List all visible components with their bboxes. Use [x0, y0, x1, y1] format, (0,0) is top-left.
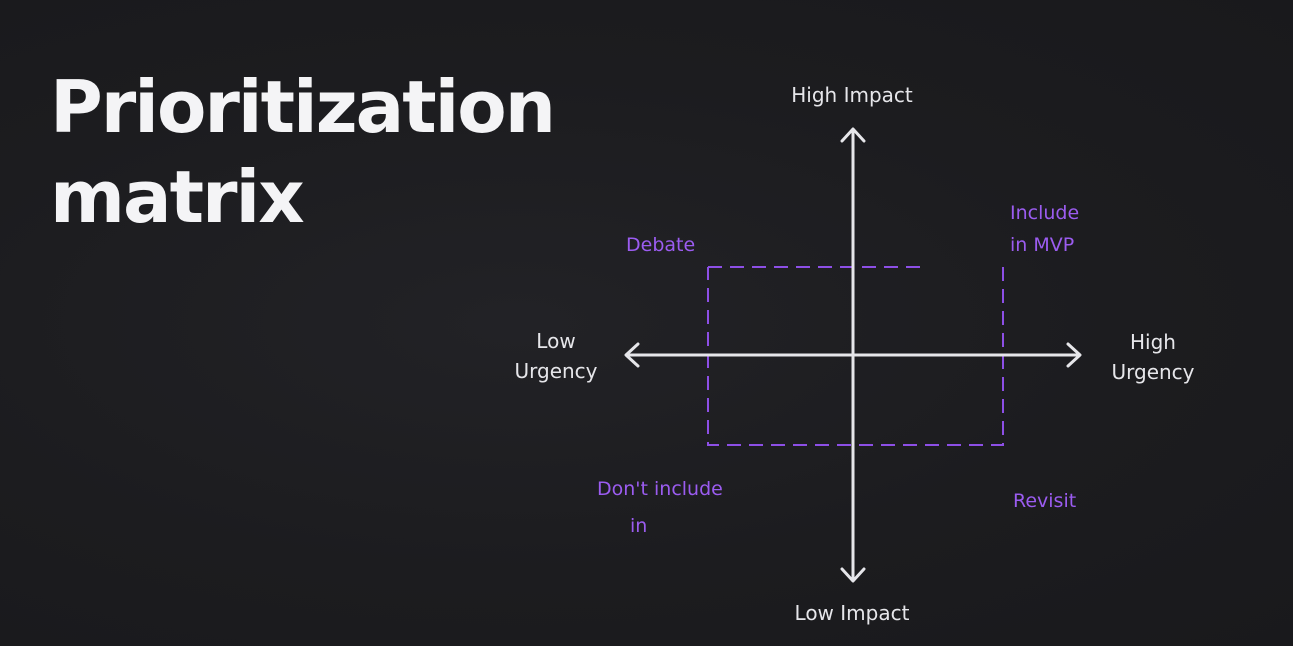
axis-label-low-urgency-line-2: Urgency: [514, 359, 598, 383]
quadrant-label-dont-include-line-1: Don't include: [597, 478, 723, 500]
axis-label-low-impact: Low Impact: [794, 601, 910, 625]
axis-label-high-urgency-line-2: Urgency: [1111, 360, 1195, 384]
urgency-axis: [624, 342, 1082, 368]
arrow-left-icon: [624, 342, 640, 368]
quadrant-label-debate: Debate: [626, 234, 696, 256]
quadrant-label-include-line-1: Include: [1010, 202, 1080, 224]
quadrant-label-include-in-mvp: Include in MVP: [1010, 197, 1079, 261]
quadrant-label-dont-include-line-2: in: [630, 515, 648, 537]
axis-label-low-urgency: Low Urgency: [496, 326, 616, 386]
quadrant-label-include-line-2: in MVP: [1010, 234, 1075, 256]
arrow-down-icon: [840, 567, 866, 583]
axis-label-high-urgency: High Urgency: [1093, 327, 1213, 387]
slide-title-line-2: matrix: [50, 155, 305, 239]
quadrant-label-revisit: Revisit: [1013, 490, 1077, 512]
axis-label-high-impact: High Impact: [791, 83, 913, 107]
arrow-right-icon: [1066, 342, 1082, 368]
axis-label-low-urgency-line-1: Low: [536, 329, 576, 353]
arrow-up-icon: [840, 127, 866, 143]
axis-label-high-urgency-line-1: High: [1130, 330, 1176, 354]
quadrant-label-dont-include: Don't include in: [597, 471, 723, 545]
slide-title: Prioritization matrix: [50, 62, 556, 242]
slide-title-line-1: Prioritization: [50, 65, 556, 149]
